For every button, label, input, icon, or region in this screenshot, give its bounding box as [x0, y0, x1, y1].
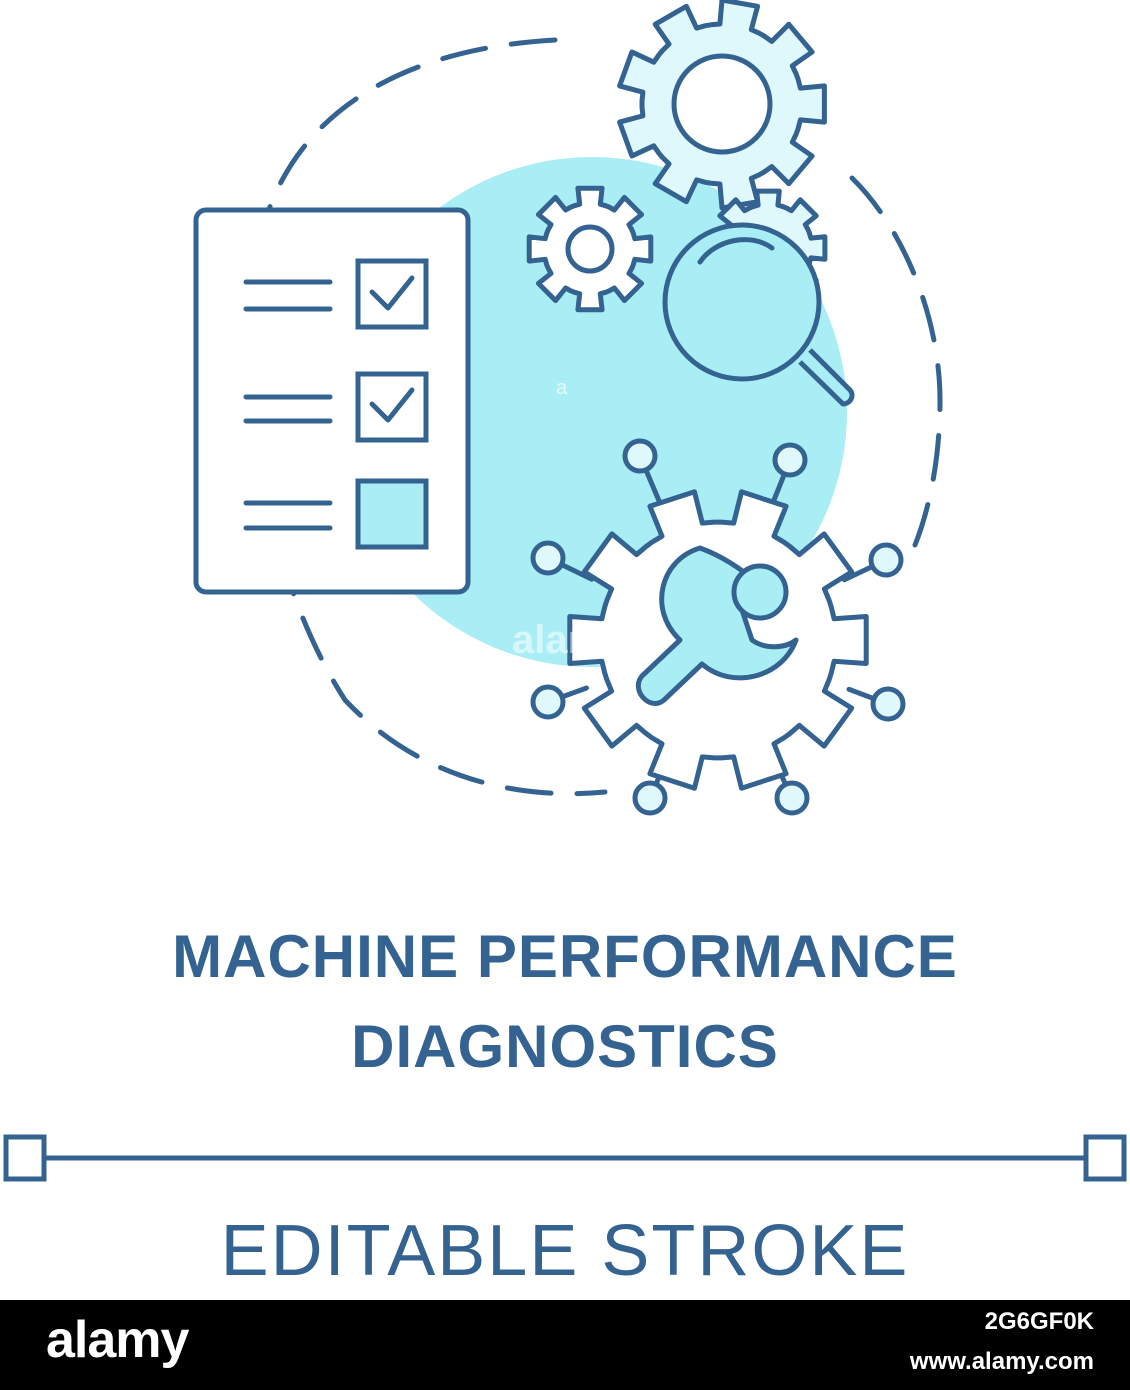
network-node: [870, 686, 906, 722]
wrench-gear-icon: [530, 438, 906, 816]
svg-text:a: a: [556, 377, 568, 399]
small-gear-icon: [526, 185, 654, 313]
footer-url: www.alamy.com: [909, 1348, 1094, 1375]
watermark: alamy: [512, 618, 626, 662]
concept-title: MACHINE PERFORMANCE DIAGNOSTICS: [0, 912, 1130, 1092]
checklist-icon: [193, 207, 471, 595]
footer-bar: alamy 2G6GF0K www.alamy.com: [0, 1300, 1130, 1390]
network-node: [530, 684, 566, 720]
network-node: [632, 780, 668, 816]
checkmark-1: [369, 275, 415, 311]
checkbox-3: [355, 478, 429, 550]
title-line-2: DIAGNOSTICS: [351, 1013, 779, 1080]
network-node: [772, 442, 808, 478]
diagnostics-illustration: a: [193, 0, 943, 816]
network-node: [622, 438, 658, 474]
checkbox-2: [355, 371, 429, 443]
editable-stroke-bar: [3, 1134, 1127, 1182]
dashed-orbit-right: [849, 175, 943, 548]
stroke-label: EDITABLE STROKE: [220, 1211, 910, 1291]
checkmark-2: [369, 387, 415, 423]
image-id: 2G6GF0K: [984, 1308, 1094, 1335]
network-node: [774, 780, 810, 816]
network-node: [530, 540, 566, 576]
stroke-handle-left: [3, 1134, 47, 1182]
network-node: [868, 542, 904, 578]
alamy-logo: alamy: [46, 1311, 189, 1369]
stroke-handle-right: [1083, 1134, 1127, 1182]
title-line-1: MACHINE PERFORMANCE: [172, 923, 958, 990]
largeGear-hole: [671, 53, 773, 155]
smallGear-hole: [565, 224, 615, 274]
gear-icon: [617, 0, 827, 211]
checkbox-1: [355, 258, 429, 330]
magnifier-icon: [662, 222, 855, 407]
